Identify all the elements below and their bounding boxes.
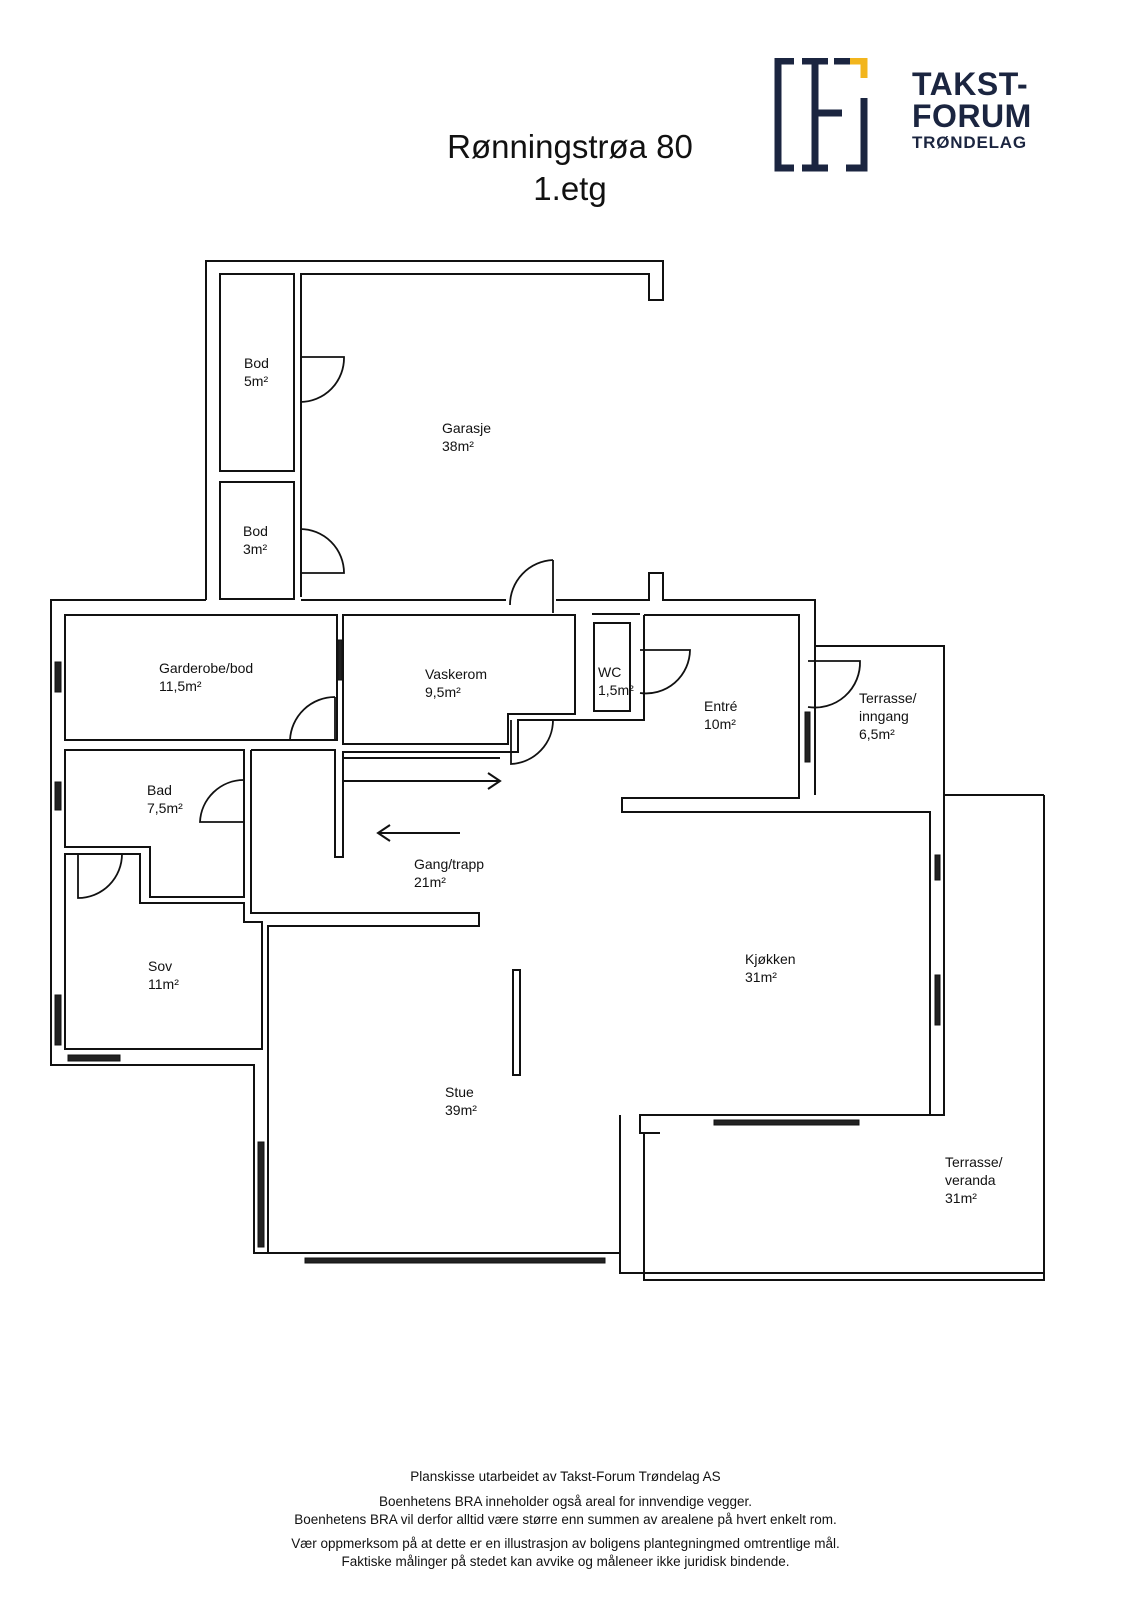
window-bad bbox=[54, 781, 62, 811]
garderobe-wall bbox=[64, 614, 338, 741]
logo-line-2: FORUM bbox=[912, 98, 1032, 134]
footer-bra-note-1: Boenhetens BRA inneholder også areal for… bbox=[378, 1494, 753, 1509]
sov-wall bbox=[64, 853, 263, 1050]
door-bod-5 bbox=[299, 356, 345, 403]
footer-disclaimer-2: Faktiske målinger på stedet kan avvike o… bbox=[341, 1554, 790, 1569]
window-stue-south bbox=[304, 1257, 606, 1264]
door-garderobe bbox=[289, 696, 336, 741]
door-sov bbox=[77, 853, 123, 899]
footer-bra-note-2: Boenhetens BRA vil derfor alltid være st… bbox=[294, 1512, 837, 1527]
wc-wall bbox=[593, 622, 631, 712]
floor-label: 1.etg bbox=[533, 170, 607, 207]
bod-5-wall bbox=[219, 273, 295, 472]
door-terrasse-inngang bbox=[807, 660, 861, 709]
window-sov-south bbox=[67, 1054, 121, 1062]
logo-wordmark: TAKST- FORUM TRØNDELAG bbox=[912, 68, 1032, 154]
door-wc bbox=[639, 649, 691, 695]
garage-wall bbox=[205, 260, 664, 600]
window-kjokken-east-1 bbox=[934, 854, 941, 881]
window-garderobe bbox=[54, 661, 62, 693]
vaskerom-wall bbox=[342, 614, 576, 745]
footer-disclaimer-1: Vær oppmerksom på at dette er en illustr… bbox=[291, 1536, 840, 1551]
window-entre bbox=[804, 711, 811, 763]
window-kjokken-east-2 bbox=[934, 974, 941, 1026]
stue-partition bbox=[512, 969, 521, 1076]
logo-line-3: TRØNDELAG bbox=[912, 133, 1027, 152]
logo-line-1: TAKST- bbox=[912, 66, 1029, 102]
takst-forum-logo-icon bbox=[774, 58, 868, 172]
door-vaskerom-gang bbox=[510, 719, 554, 765]
window-vaskerom bbox=[337, 639, 343, 681]
window-stue-west bbox=[257, 1141, 265, 1248]
door-vaskerom-garage bbox=[509, 559, 554, 613]
door-bod-3 bbox=[299, 528, 345, 574]
door-bad bbox=[199, 779, 245, 823]
plan-title: Rønningstrøa 80 bbox=[447, 128, 693, 165]
bod-3-wall bbox=[219, 481, 295, 600]
footer-credit: Planskisse utarbeidet av Takst-Forum Trø… bbox=[410, 1469, 721, 1484]
window-kjokken-south bbox=[713, 1119, 860, 1126]
bad-wall bbox=[64, 749, 245, 898]
window-sov-west bbox=[54, 994, 62, 1046]
